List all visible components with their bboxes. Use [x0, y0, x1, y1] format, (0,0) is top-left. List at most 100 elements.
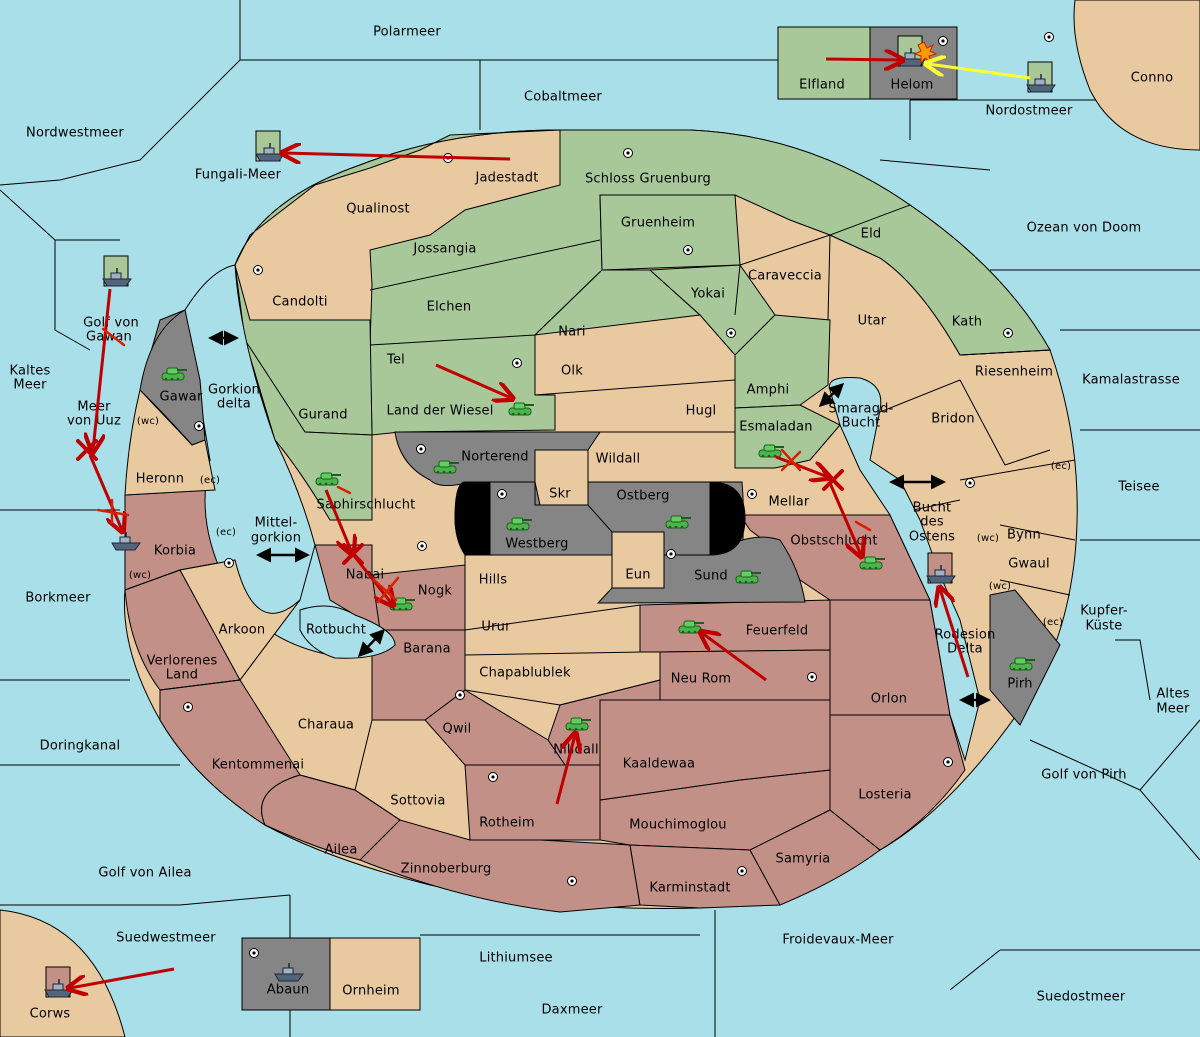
land-arkoon[interactable] — [179, 559, 301, 681]
label-froidevaux-meer: Froidevaux-Meer — [782, 933, 894, 948]
land-conno[interactable] — [1073, 0, 1200, 151]
label-utar: Utar — [858, 314, 887, 329]
label-ozean-von-doom: Ozean von Doom — [1027, 221, 1142, 236]
coast-tag-korbia-ec: (ec) — [216, 527, 236, 538]
label-chapablublek: Chapablublek — [479, 666, 571, 681]
bay-smaragd — [828, 377, 981, 762]
label-abaun: Abaun — [267, 983, 310, 998]
red-territories — [124, 489, 966, 913]
label-barana: Barana — [403, 642, 451, 657]
label-kentommenai: Kentommenai — [212, 758, 305, 773]
label-rotheim: Rotheim — [479, 816, 534, 831]
supply-center-dot — [458, 693, 462, 697]
label-saphirschlucht: Saphirschlucht — [317, 498, 416, 513]
label-altes: Altes — [1156, 687, 1189, 702]
label-kaltes: Kaltes — [10, 364, 51, 379]
label-urur: Urur — [481, 620, 511, 635]
supply-center-dot — [941, 39, 945, 43]
label-rodesion-delta: Delta — [947, 642, 983, 657]
label-jadestadt: Jadestadt — [474, 171, 538, 186]
red-labels: Korbia Verlorenes Land Nabai Nogk Barana… — [147, 534, 912, 896]
coast-tag-gwaul-wc: (wc) — [989, 581, 1011, 592]
supply-center-dot — [570, 879, 574, 883]
supply-center-dot — [729, 331, 733, 335]
label-qwil: Qwil — [443, 722, 472, 737]
label-meer-uuz: Meer — [77, 400, 111, 415]
support-order — [928, 64, 1031, 80]
supply-center-dot — [810, 675, 814, 679]
label-bucht: Bucht — [913, 501, 952, 516]
label-suedostmeer: Suedostmeer — [1037, 990, 1126, 1005]
label-nordostmeer: Nordostmeer — [985, 104, 1073, 119]
label-skr: Skr — [549, 487, 571, 502]
label-gorkion-delta: delta — [217, 397, 251, 412]
label-elfland: Elfland — [799, 78, 845, 93]
supply-center-dot — [420, 544, 424, 548]
label-mellar: Mellar — [769, 495, 810, 510]
label-nogk: Nogk — [418, 584, 453, 599]
label-samyria: Samyria — [776, 852, 831, 867]
gray-territories — [394, 431, 1061, 726]
supply-center-dot — [968, 481, 972, 485]
label-altes-meer: Meer — [1156, 702, 1190, 717]
label-jossangia: Jossangia — [412, 242, 476, 257]
supply-center-dot — [946, 760, 950, 764]
coast-tags: (wc) (ec) (ec) (wc) (ec) (wc) (wc) (ec) — [129, 416, 1071, 628]
label-polarmeer: Polarmeer — [373, 25, 441, 40]
land-ornheim[interactable] — [329, 937, 421, 1011]
label-neu-rom: Neu Rom — [671, 672, 732, 687]
move-orders — [70, 59, 970, 988]
label-gawan: Gawan — [86, 330, 132, 345]
label-nari: Nari — [558, 325, 585, 340]
label-doringkanal: Doringkanal — [40, 739, 121, 754]
label-ostens: Ostens — [909, 530, 955, 545]
supply-center-dot — [750, 492, 754, 496]
land-heronn[interactable] — [124, 388, 216, 496]
label-feuerfeld: Feuerfeld — [746, 624, 809, 639]
label-golf-von: Golf von — [83, 316, 139, 331]
coast-tag-korbia-wc: (wc) — [129, 570, 151, 581]
label-zinnoberburg: Zinnoberburg — [401, 862, 492, 877]
supply-center-dot — [686, 248, 690, 252]
label-golf-von-ailea: Golf von Ailea — [98, 866, 191, 881]
label-land-der-wiesel: Land der Wiesel — [386, 404, 493, 419]
label-pirh: Pirh — [1007, 677, 1032, 692]
label-eun: Eun — [625, 568, 650, 583]
coast-tag-gwaul-ec: (ec) — [1043, 617, 1063, 628]
label-olk: Olk — [561, 364, 583, 379]
supply-centers — [183, 32, 1054, 958]
label-gawar: Gawar — [160, 390, 203, 405]
supply-center-dot — [197, 424, 201, 428]
tan-labels: Jossangia Elchen Caraveccia Utar Olk Hug… — [136, 242, 1053, 809]
label-norterend: Norterend — [461, 450, 528, 465]
supply-center-dot — [227, 561, 231, 565]
gray-labels: Gawar Norterend Ostberg Westberg Sund Pi… — [160, 390, 1033, 692]
label-kaaldewaa: Kaaldewaa — [623, 757, 695, 772]
label-wildall: Wildall — [596, 452, 641, 467]
label-heronn: Heronn — [136, 472, 184, 487]
label-cobaltmeer: Cobaltmeer — [524, 90, 602, 105]
coast-tag-gawar-wc: (wc) — [137, 416, 159, 427]
label-gwaul: Gwaul — [1008, 557, 1050, 572]
label-kaltes-meer: Meer — [13, 378, 47, 393]
label-orlon: Orlon — [871, 692, 907, 707]
supply-center-dot — [1006, 331, 1010, 335]
label-lithiumsee: Lithiumsee — [479, 951, 552, 966]
label-sund: Sund — [694, 569, 728, 584]
label-gurand: Gurand — [298, 408, 347, 423]
label-korbia: Korbia — [154, 544, 196, 559]
label-teisee: Teisee — [1117, 480, 1159, 495]
label-karminstadt: Karminstadt — [649, 881, 730, 896]
supply-center-dot — [669, 552, 673, 556]
supply-center-dot — [626, 151, 630, 155]
label-tel: Tel — [386, 353, 405, 368]
label-obstschlucht: Obstschlucht — [790, 534, 877, 549]
failed-order-marks — [76, 327, 872, 604]
label-suedwestmeer: Suedwestmeer — [116, 931, 216, 946]
label-borkmeer: Borkmeer — [25, 591, 91, 606]
label-bynn: Bynn — [1007, 528, 1041, 543]
label-ostberg: Ostberg — [616, 489, 669, 504]
label-daxmeer: Daxmeer — [541, 1003, 603, 1018]
label-hugl: Hugl — [686, 404, 717, 419]
